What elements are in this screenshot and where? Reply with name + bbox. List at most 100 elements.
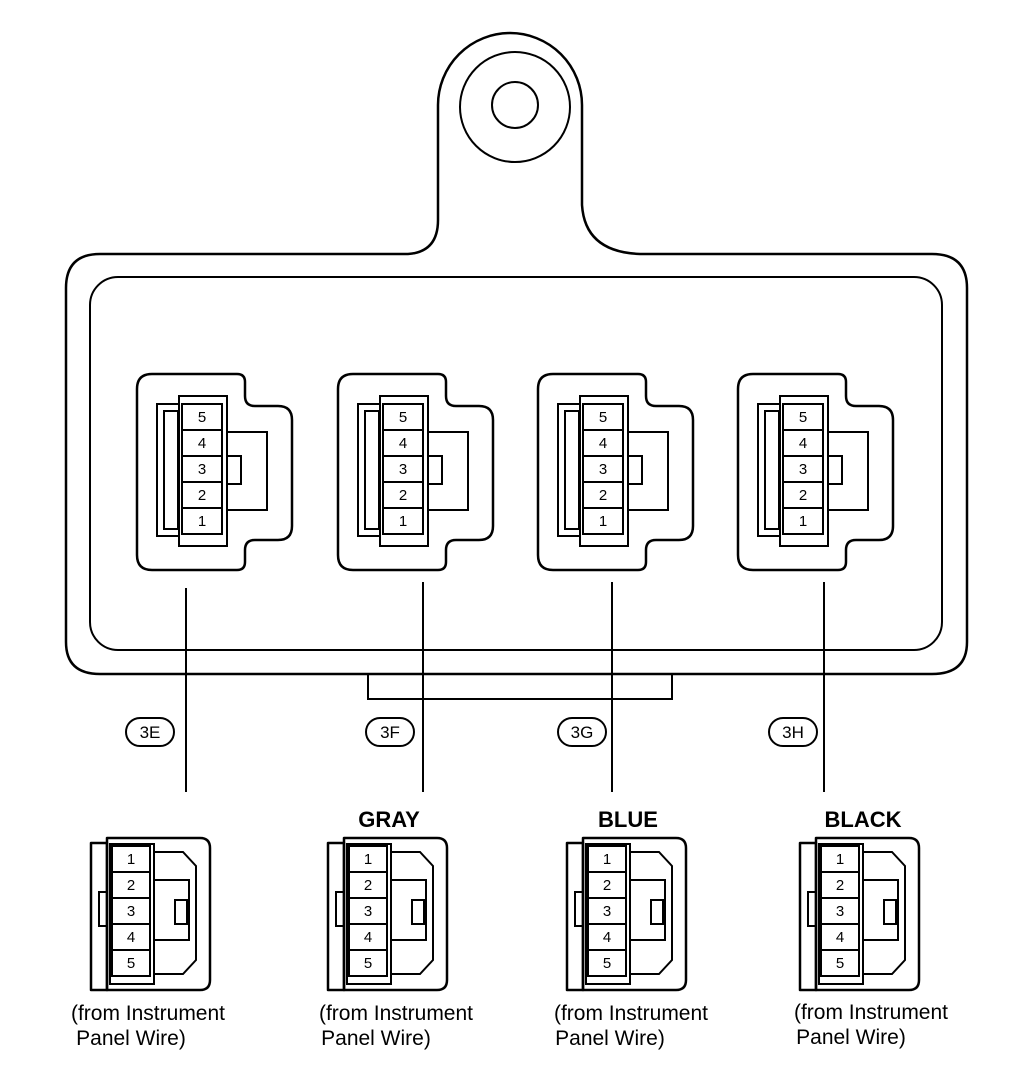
plug-pin-label: 3 [836,903,844,920]
block-pin-label: 3 [198,461,206,478]
connector-3h-group: 5 4 3 2 1 3H BLACK 1 2 3 4 5 (from Instr… [736,372,948,1049]
connector-caption-line2: Panel Wire) [796,1026,906,1049]
connector-3g-group: 5 4 3 2 1 3G BLUE 1 2 3 4 5 (from Instru… [536,372,708,1050]
connector-id-label: 3E [140,723,161,742]
block-pin-5-cell: 5 [782,403,824,431]
plug-pin-label: 1 [127,851,135,868]
connector-caption-line2: Panel Wire) [321,1027,431,1050]
block-pin-3-cell: 3 [582,455,624,483]
block-pin-3-cell: 3 [782,455,824,483]
block-pin-label: 2 [198,487,206,504]
block-pin-4-cell: 4 [382,429,424,457]
block-pin-1-cell: 1 [782,507,824,535]
plug-pin-label: 3 [603,903,611,920]
connector-color-label: BLUE [598,807,658,832]
block-socket [336,372,495,792]
plug-pin-label: 4 [603,929,611,946]
block-pin-label: 5 [799,409,807,426]
block-pin-1-cell: 1 [382,507,424,535]
block-pin-1-cell: 1 [181,507,223,535]
plug-pin-3-cell: 3 [111,897,151,925]
connector-id-badge: 3F [365,717,415,747]
block-pin-label: 3 [599,461,607,478]
housing-bottom-tab [367,674,673,700]
block-pin-label: 5 [399,409,407,426]
plug-pin-label: 5 [127,955,135,972]
plug-pin-2-cell: 2 [111,871,151,899]
block-pin-2-cell: 2 [382,481,424,509]
plug-pin-label: 2 [364,877,372,894]
block-pin-label: 2 [799,487,807,504]
harness-plug [798,836,921,992]
plug-pin-3-cell: 3 [820,897,860,925]
block-socket [135,372,294,792]
block-pin-2-cell: 2 [782,481,824,509]
block-pin-label: 1 [599,513,607,530]
connector-caption-line1: (from Instrument [71,1002,225,1025]
block-pin-3-cell: 3 [382,455,424,483]
plug-pin-label: 1 [603,851,611,868]
mounting-hole-inner [491,81,539,129]
plug-pin-label: 1 [836,851,844,868]
connector-id-label: 3F [380,723,400,742]
connector-id-badge: 3E [125,717,175,747]
plug-pin-3-cell: 3 [348,897,388,925]
block-pin-label: 1 [198,513,206,530]
connector-3f-group: 5 4 3 2 1 3F GRAY 1 2 3 4 5 (from Instru… [319,372,495,1050]
block-pin-3-cell: 3 [181,455,223,483]
block-socket [536,372,695,792]
mounting-hole-outer [459,51,571,163]
plug-pin-3-cell: 3 [587,897,627,925]
block-pin-label: 4 [799,435,807,452]
block-pin-5-cell: 5 [382,403,424,431]
plug-pin-label: 2 [603,877,611,894]
block-pin-label: 4 [198,435,206,452]
plug-pin-label: 4 [364,929,372,946]
plug-pin-1-cell: 1 [348,845,388,873]
plug-pin-5-cell: 5 [587,949,627,977]
block-pin-label: 4 [399,435,407,452]
plug-pin-2-cell: 2 [587,871,627,899]
plug-pin-label: 3 [127,903,135,920]
plug-pin-label: 5 [836,955,844,972]
block-pin-label: 3 [399,461,407,478]
connector-caption-line2: Panel Wire) [555,1027,665,1050]
block-pin-4-cell: 4 [181,429,223,457]
plug-pin-1-cell: 1 [587,845,627,873]
block-pin-4-cell: 4 [582,429,624,457]
harness-plug [565,836,688,992]
connector-caption-line2: Panel Wire) [76,1027,186,1050]
plug-pin-4-cell: 4 [111,923,151,951]
block-pin-label: 2 [399,487,407,504]
connector-id-label: 3H [782,723,804,742]
plug-pin-label: 4 [836,929,844,946]
connector-id-badge: 3G [557,717,607,747]
plug-pin-label: 5 [364,955,372,972]
block-pin-label: 4 [599,435,607,452]
connector-caption-line1: (from Instrument [554,1002,708,1025]
plug-pin-4-cell: 4 [820,923,860,951]
block-pin-label: 5 [599,409,607,426]
connector-3e-group: 5 4 3 2 1 3E 1 2 3 4 5 (from Instrument … [71,372,294,1050]
block-pin-1-cell: 1 [582,507,624,535]
plug-pin-2-cell: 2 [820,871,860,899]
connector-caption-line1: (from Instrument [794,1001,948,1024]
plug-pin-label: 5 [603,955,611,972]
block-pin-label: 1 [399,513,407,530]
connector-id-label: 3G [571,723,594,742]
plug-pin-label: 2 [836,877,844,894]
connector-color-label: BLACK [825,807,902,832]
plug-pin-1-cell: 1 [820,845,860,873]
plug-pin-label: 2 [127,877,135,894]
block-pin-5-cell: 5 [181,403,223,431]
plug-pin-5-cell: 5 [348,949,388,977]
plug-pin-4-cell: 4 [348,923,388,951]
block-pin-2-cell: 2 [582,481,624,509]
plug-pin-5-cell: 5 [820,949,860,977]
block-pin-label: 1 [799,513,807,530]
plug-pin-label: 1 [364,851,372,868]
block-socket [736,372,895,792]
block-pin-5-cell: 5 [582,403,624,431]
plug-pin-label: 3 [364,903,372,920]
